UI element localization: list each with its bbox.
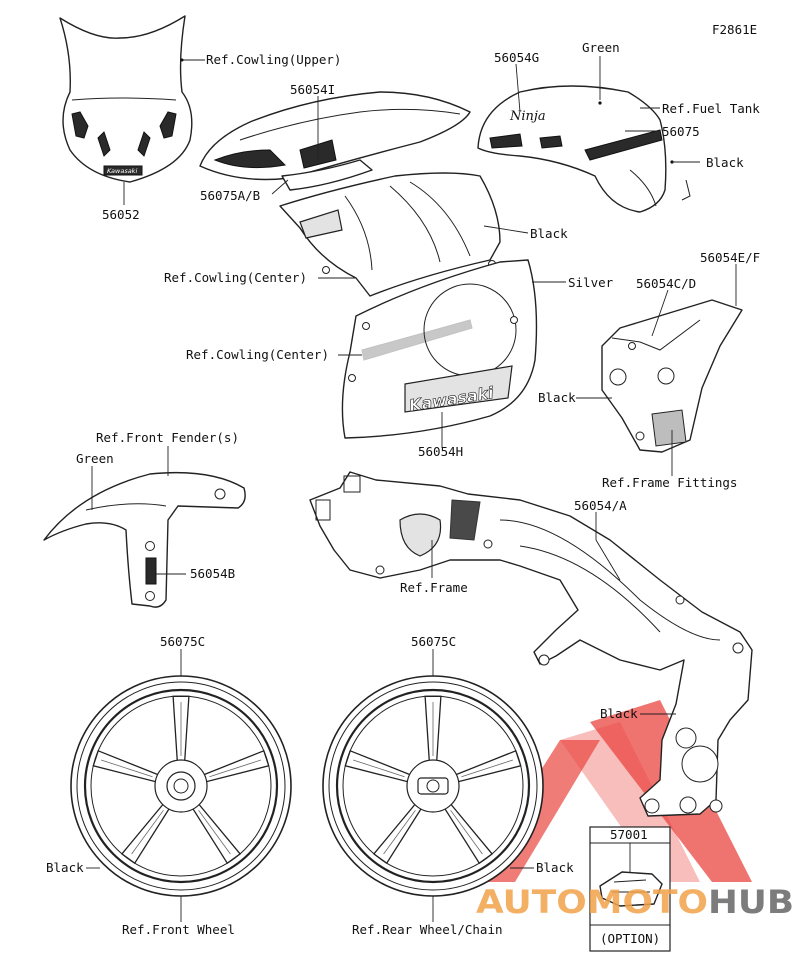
label-57001: 57001 (610, 827, 648, 842)
label-ref-front-fenders: Ref.Front Fender(s) (96, 430, 239, 445)
wheel-spoke-line (352, 759, 405, 778)
label-ref-cowling-upper: Ref.Cowling(Upper) (206, 52, 341, 67)
label-black-fittings: Black (538, 390, 576, 405)
wheel-spoke-line (450, 810, 483, 855)
wheel-spoke-line (131, 810, 164, 855)
wheel-spoke-line (383, 810, 416, 855)
label-black-frame: Black (600, 706, 638, 721)
watermark-text-left: AUTOMOTO (476, 883, 708, 921)
label-56054i: 56054I (290, 82, 335, 97)
wheel-spoke-line (209, 759, 262, 778)
label-56054h: 56054H (418, 444, 463, 459)
watermark-text: AUTOMOTO HUB (476, 883, 794, 921)
wheel-spoke-line (100, 759, 153, 778)
front-wheel-spokes (92, 695, 270, 865)
label-56054cd: 56054C/D (636, 276, 696, 291)
label-black-front-wheel: Black (46, 860, 84, 875)
fuel-tank-part: Ninja (477, 85, 691, 213)
label-56075c-rear: 56075C (411, 634, 456, 649)
label-56054a: 56054/A (574, 498, 627, 513)
main-frame-part (309, 471, 753, 817)
label-green-fender: Green (76, 451, 114, 466)
label-black-cowl: Black (530, 226, 568, 241)
label-56054ef: 56054E/F (700, 250, 760, 265)
label-56075c-front: 56075C (160, 634, 205, 649)
windscreen-part: Kawasaki (59, 15, 193, 183)
ninja-decal: Ninja (509, 109, 546, 124)
kawasaki-small-decal: Kawasaki (107, 167, 137, 175)
leader-lines (86, 56, 737, 922)
label-ref-frame: Ref.Frame (400, 580, 468, 595)
label-56054b: 56054B (190, 566, 235, 581)
label-black-tank: Black (706, 155, 744, 170)
label-black-rear-wheel: Black (536, 860, 574, 875)
label-ref-frame-fittings: Ref.Frame Fittings (602, 475, 737, 490)
label-silver: Silver (568, 275, 614, 290)
front-fender-part (43, 471, 246, 608)
frame-fitting-part (601, 299, 743, 453)
label-ref-cowling-center-1: Ref.Cowling(Center) (164, 270, 307, 285)
label-green-tank: Green (582, 40, 620, 55)
label-option: (OPTION) (600, 931, 660, 946)
label-ref-fuel-tank: Ref.Fuel Tank (662, 101, 760, 116)
label-56075ab: 56075A/B (200, 188, 260, 203)
label-56075: 56075 (662, 124, 700, 139)
label-ref-cowling-center-2: Ref.Cowling(Center) (186, 347, 329, 362)
upper-cowl-part (199, 91, 471, 191)
label-56052: 56052 (102, 207, 140, 222)
labels: F2861E Ref.Cowling(Upper) 56052 56054I 5… (46, 22, 760, 946)
front-wheel-part (70, 675, 292, 897)
center-cowl-upper-part (279, 172, 501, 297)
label-ref-front-wheel: Ref.Front Wheel (122, 922, 235, 937)
label-ref-rear-wheel: Ref.Rear Wheel/Chain (352, 922, 503, 937)
figure-code: F2861E (712, 22, 757, 37)
watermark-text-right: HUB (708, 883, 794, 921)
wheel-spoke-line (198, 810, 231, 855)
rear-wheel-part (322, 675, 544, 897)
label-56054g: 56054G (494, 50, 539, 65)
wheel-spoke-line (461, 759, 514, 778)
option-box (589, 826, 671, 952)
center-cowl-lower-part: Kawasaki (341, 259, 538, 439)
